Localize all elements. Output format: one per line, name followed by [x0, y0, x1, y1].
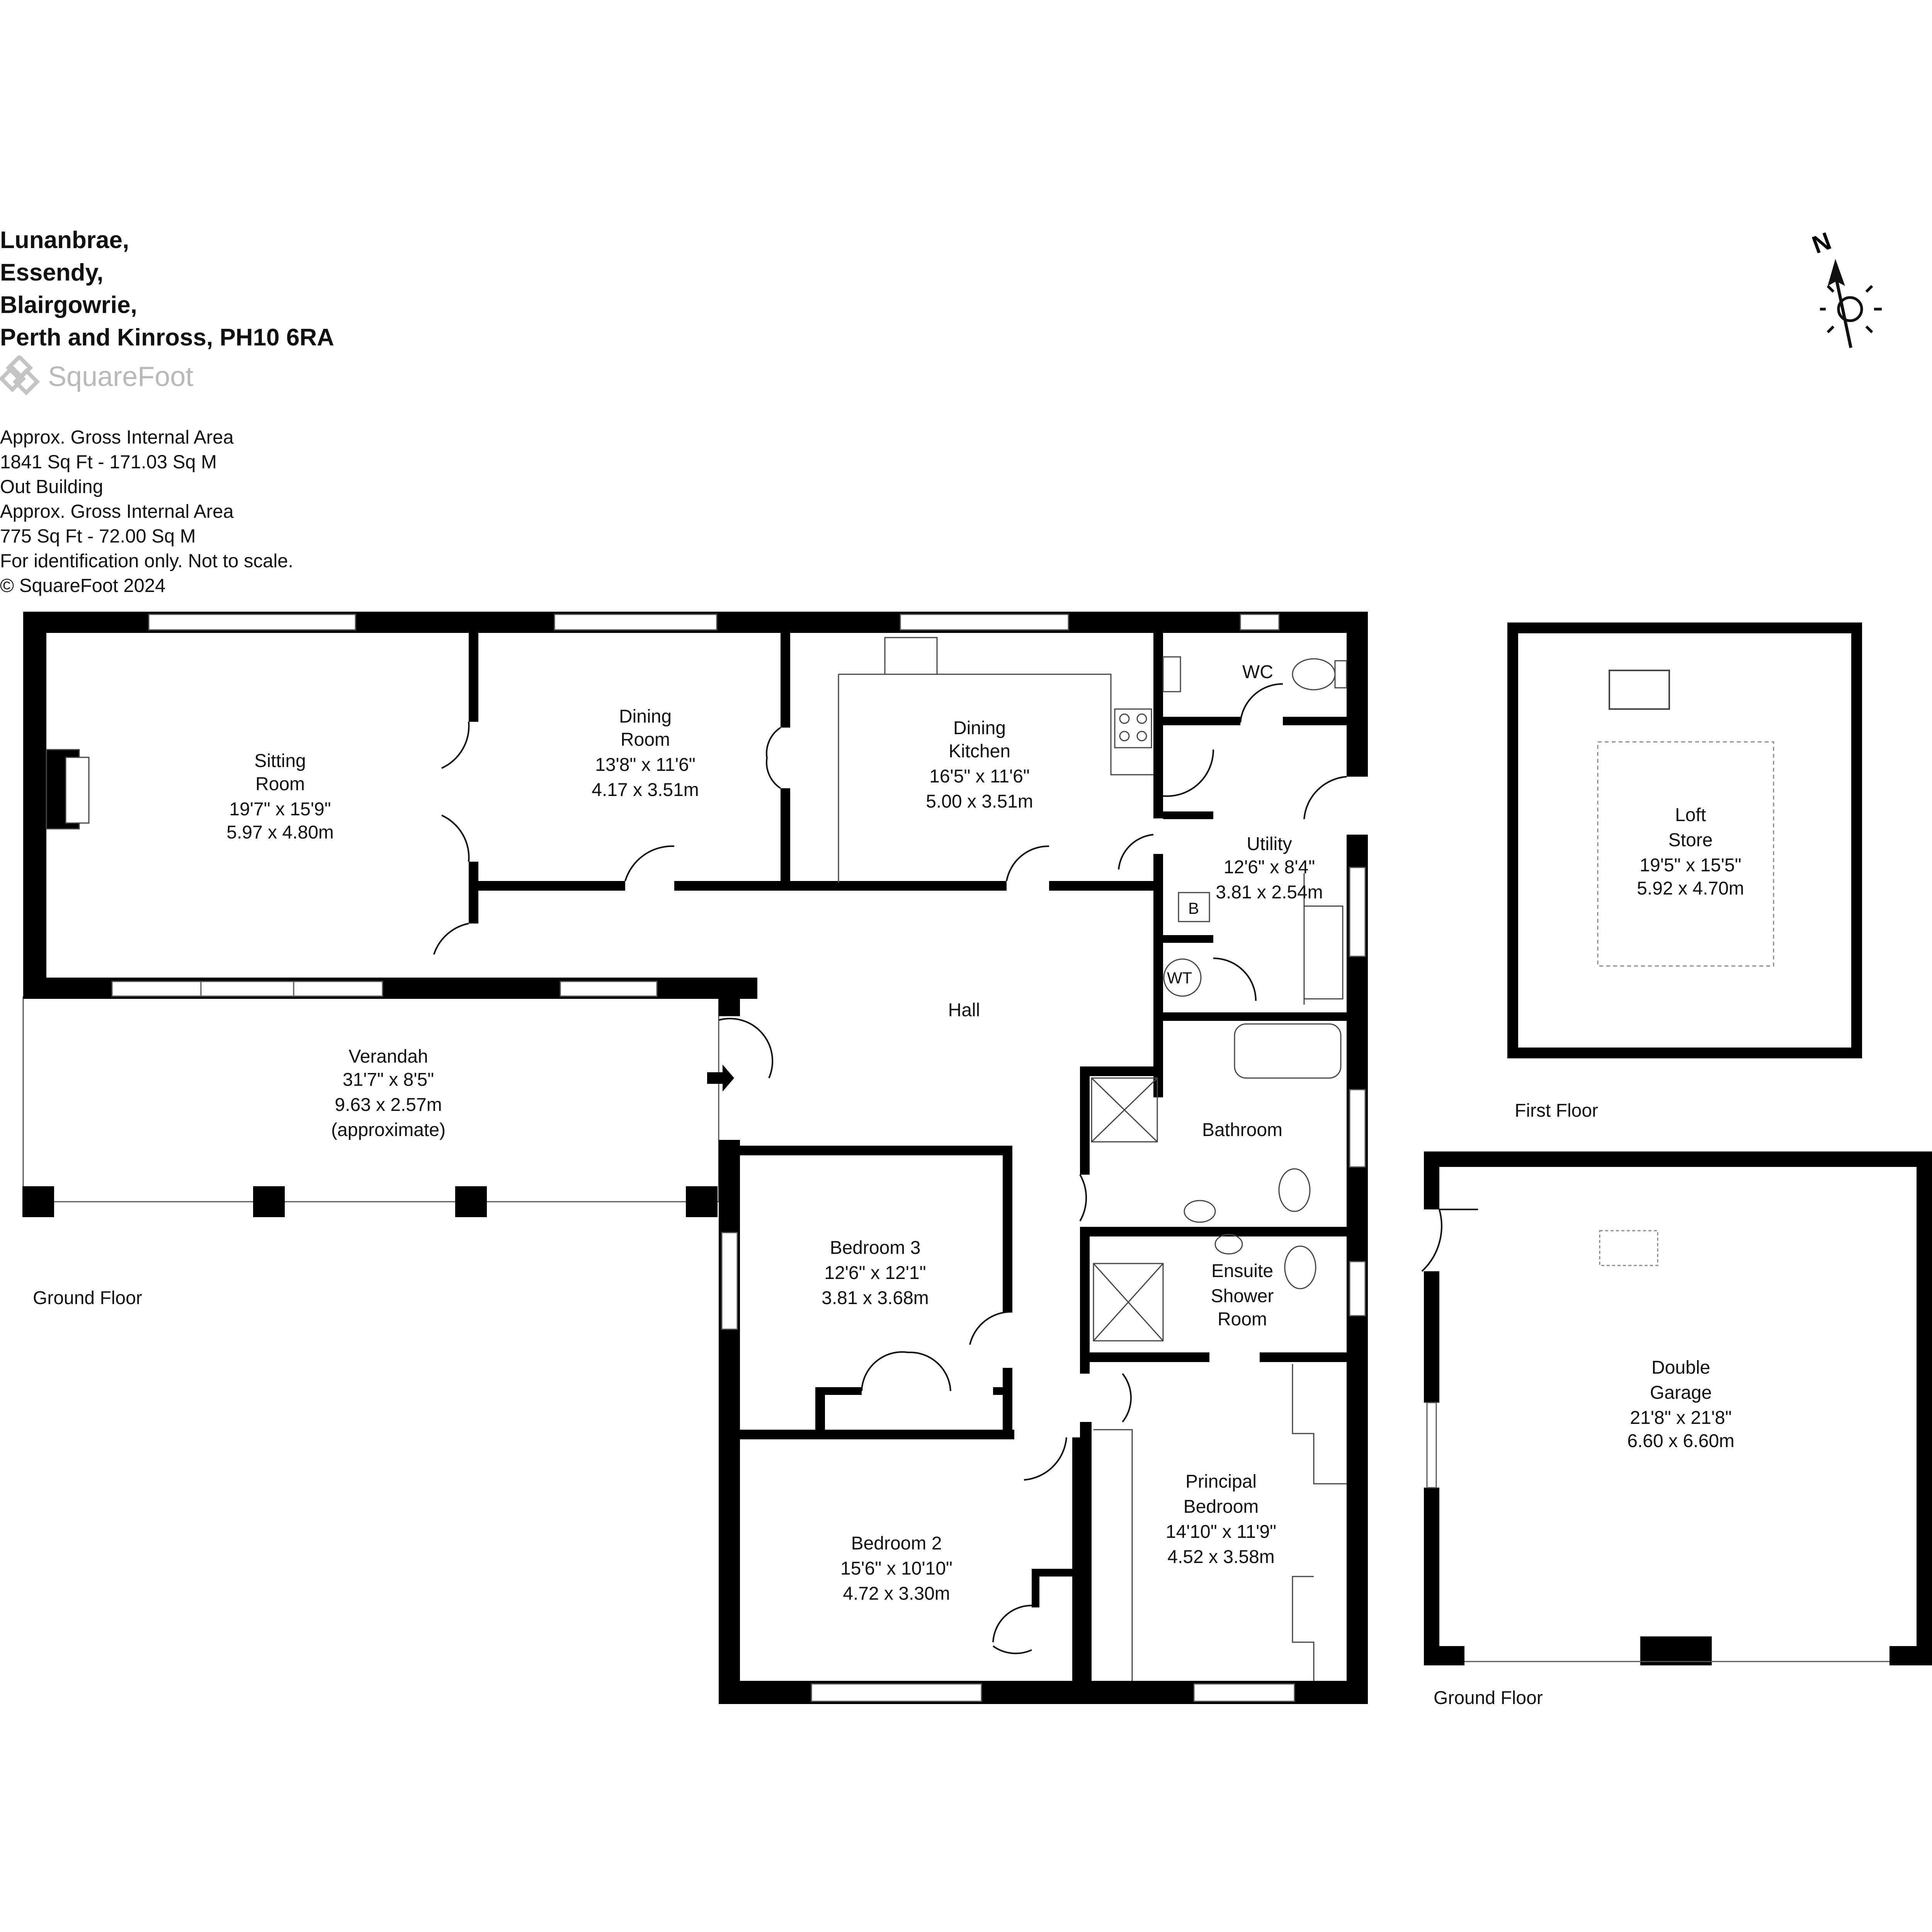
- bathroom-toilet-icon: [1278, 1168, 1311, 1212]
- ground-floor-label: Ground Floor: [33, 1288, 142, 1308]
- garage-walls: [1424, 1151, 1932, 1665]
- address-line-1: Lunanbrae,: [0, 227, 129, 253]
- verandah-post: [22, 1186, 54, 1217]
- garage-hatch: [1599, 1230, 1658, 1266]
- north-arrow-sun-icon: N: [1808, 227, 1882, 348]
- hob-icon: [1114, 708, 1152, 748]
- area-note-line: 775 Sq Ft - 72.00 Sq M: [0, 526, 196, 547]
- utility-sink-icon: [1303, 905, 1344, 1000]
- verandah-post: [686, 1186, 718, 1217]
- address-line-2: Essendy,: [0, 259, 104, 286]
- squarefoot-logo: SquareFoot: [0, 355, 193, 398]
- windows: [111, 614, 1366, 1702]
- wc-label: WC: [1242, 662, 1273, 682]
- wc-basin-icon: [1162, 656, 1181, 692]
- logo-text: SquareFoot: [48, 361, 194, 392]
- doors: [433, 683, 1347, 1654]
- boiler-label: B: [1188, 899, 1199, 917]
- fixtures: B WT: [46, 637, 1347, 1681]
- verandah-post: [455, 1186, 487, 1217]
- ensuite-basin-icon: [1214, 1234, 1243, 1255]
- copyright-line: © SquareFoot 2024: [0, 575, 166, 596]
- area-note-line: For identification only. Not to scale.: [0, 551, 293, 571]
- bathroom-basin-icon: [1184, 1200, 1216, 1223]
- hall-label: Hall: [948, 1000, 980, 1020]
- area-note-line: 1841 Sq Ft - 171.03 Sq M: [0, 452, 217, 473]
- verandah-post: [253, 1186, 285, 1217]
- skylight-icon: [1609, 670, 1670, 710]
- squarefoot-logo-icon: [0, 355, 40, 396]
- bathroom-label: Bathroom: [1202, 1120, 1282, 1140]
- kitchen-sink-icon: [884, 637, 938, 675]
- ensuite-toilet-icon: [1284, 1245, 1316, 1289]
- area-notes: Approx. Gross Internal Area 1841 Sq Ft -…: [0, 425, 293, 598]
- address-block: Lunanbrae, Essendy, Blairgowrie, Perth a…: [0, 224, 334, 354]
- shower-icon: [1091, 1077, 1158, 1143]
- wc-toilet-icon: [1292, 658, 1336, 690]
- area-note-line: Approx. Gross Internal Area: [0, 501, 234, 522]
- area-note-line: Approx. Gross Internal Area: [0, 427, 234, 448]
- compass-north-label: N: [1808, 227, 1835, 259]
- address-line-3: Blairgowrie,: [0, 292, 137, 318]
- ensuite-shower-icon: [1093, 1263, 1164, 1342]
- bath-icon: [1234, 1023, 1342, 1079]
- kitchen-counter: [838, 673, 1153, 776]
- outbuilding-ground-floor-label: Ground Floor: [1434, 1688, 1543, 1708]
- loft-hatch-area: [1597, 741, 1774, 967]
- garage-door: [1421, 1209, 1478, 1272]
- loft-walls: [1507, 622, 1862, 1058]
- area-note-line: Out Building: [0, 476, 103, 497]
- entrance-arrow-icon: [707, 1065, 734, 1092]
- interior-walls: [469, 633, 1347, 1685]
- first-floor-label: First Floor: [1515, 1100, 1598, 1121]
- address-line-4: Perth and Kinross, PH10 6RA: [0, 324, 334, 351]
- garage-window: [1426, 1402, 1437, 1488]
- water-tank-label: WT: [1167, 969, 1192, 987]
